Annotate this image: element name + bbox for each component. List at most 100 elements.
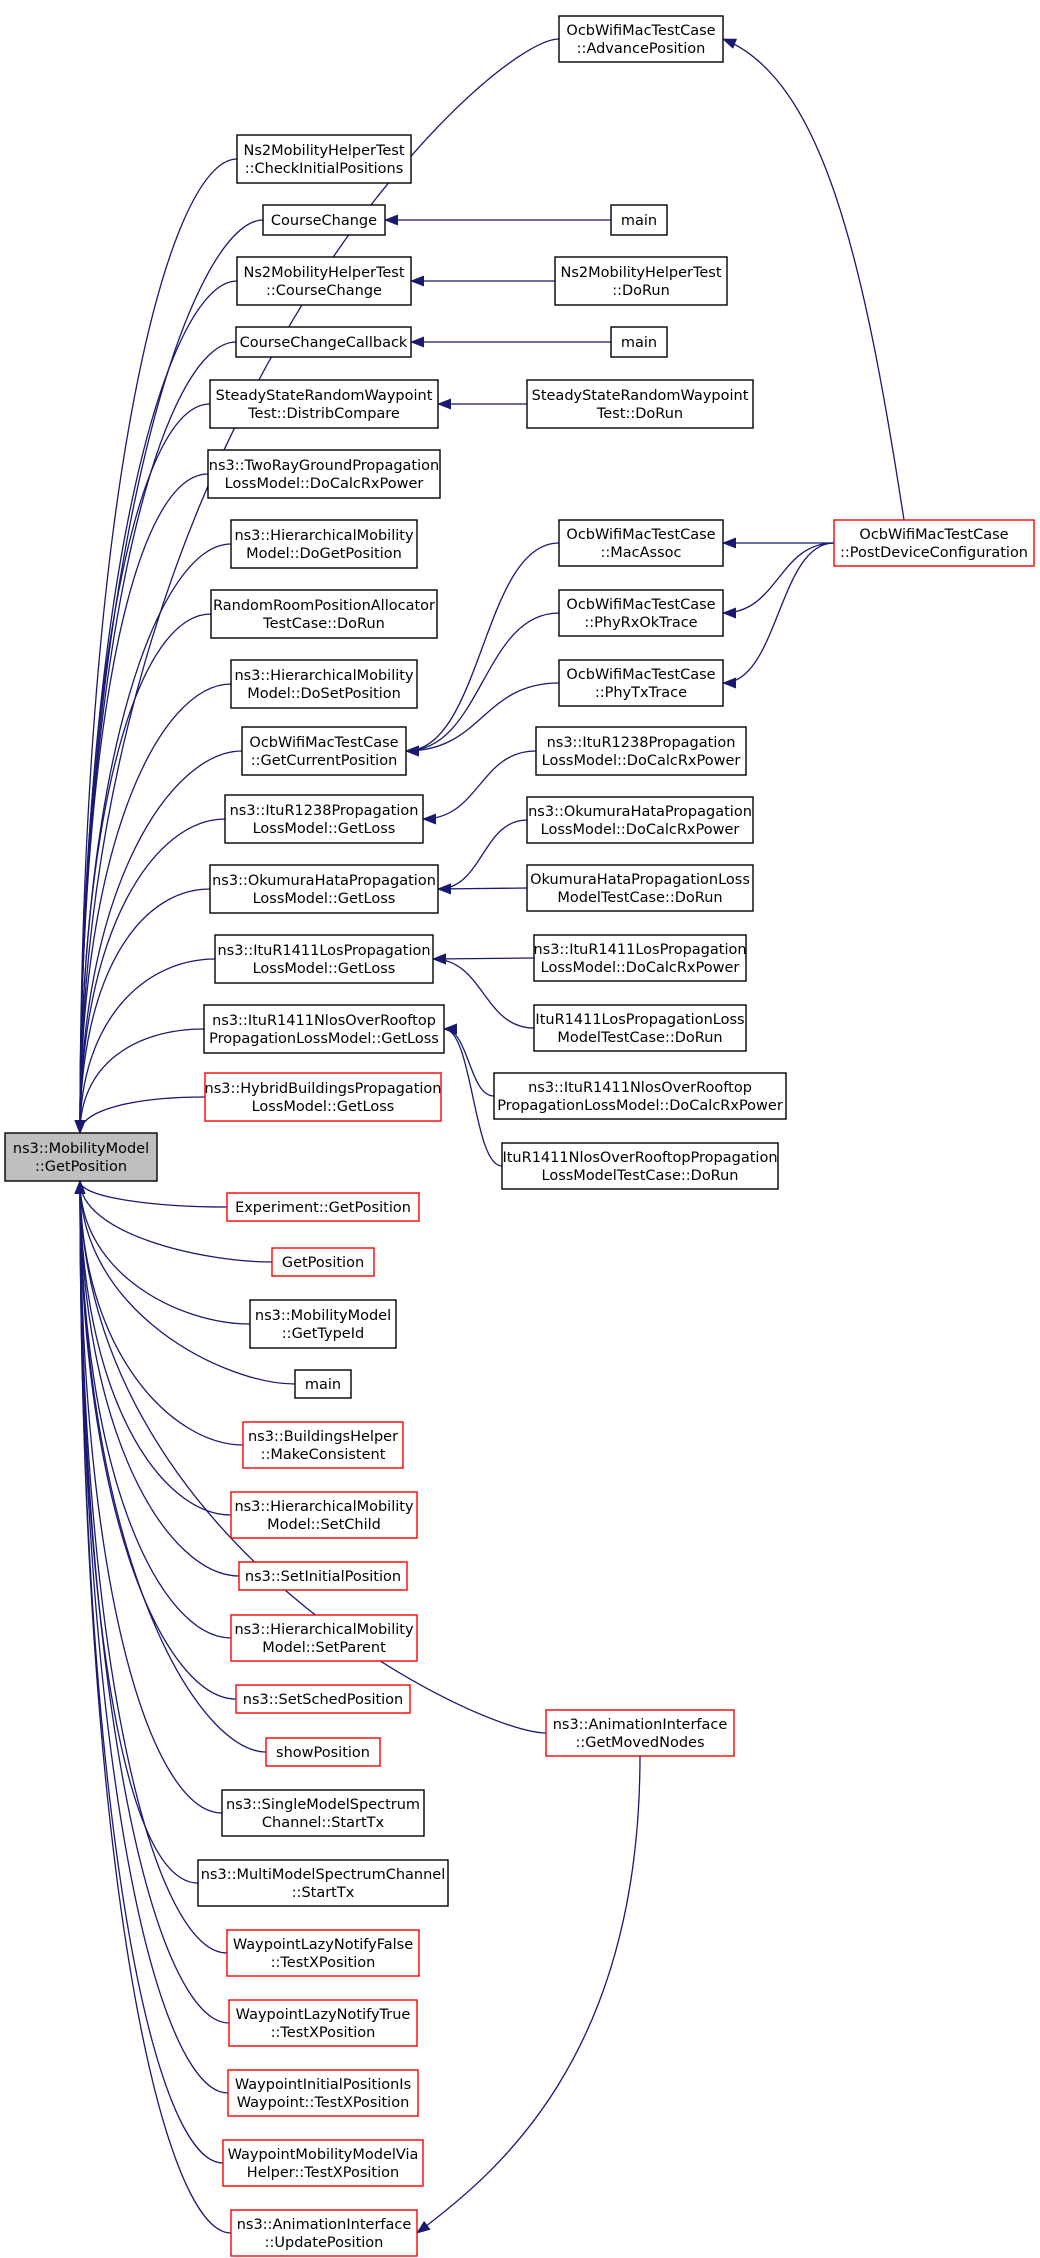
node-label-line: ItuR1411LosPropagationLoss (535, 1012, 744, 1028)
node-label-line: LossModel::DoCalcRxPower (542, 753, 741, 769)
node-box (493, 1072, 787, 1120)
node-n_itu1238gl[interactable]: ns3::ItuR1238PropagationLossModel::GetLo… (224, 794, 424, 844)
node-n_hmgp[interactable]: ns3::HierarchicalMobilityModel::DoGetPos… (230, 519, 418, 569)
node-box (228, 1999, 418, 2047)
node-n_phytx[interactable]: OcbWifiMacTestCase::PhyTxTrace (558, 659, 724, 707)
node-label-line: Model::DoGetPosition (246, 546, 402, 562)
node-n_wlnf[interactable]: WaypointLazyNotifyFalse::TestXPosition (226, 1929, 420, 1977)
node-n_ohgl[interactable]: ns3::OkumuraHataPropagationLossModel::Ge… (209, 864, 439, 914)
node-label-line: ns3::ItuR1411NlosOverRooftop (212, 1013, 436, 1029)
node-box (238, 1561, 408, 1591)
node-label-line: Ns2MobilityHelperTest (243, 265, 404, 281)
node-n_wmmv[interactable]: WaypointMobilityModelViaHelper::TestXPos… (222, 2139, 424, 2187)
node-n_main3[interactable]: main (294, 1369, 352, 1399)
edge-n_phyrx-to-n_gcp (405, 612, 560, 757)
edge-n_mmsc-to-root (74, 1180, 199, 1884)
node-n_itu1238rx[interactable]: ns3::ItuR1238PropagationLossModel::DoCal… (535, 726, 747, 776)
node-label-line: ns3::HierarchicalMobility (234, 1499, 414, 1515)
node-n_nlosrx[interactable]: ns3::ItuR1411NlosOverRooftopPropagationL… (493, 1072, 787, 1120)
node-label-line: ns3::SetSchedPosition (243, 1692, 404, 1708)
edge-n_showpos-to-root (74, 1180, 267, 1753)
node-n_main2[interactable]: main (610, 326, 668, 358)
node-n_hmsp[interactable]: ns3::HierarchicalMobilityModel::DoSetPos… (230, 659, 418, 709)
node-n_typeid[interactable]: ns3::MobilityModel::GetTypeId (249, 1299, 397, 1349)
node-box (535, 726, 747, 776)
node-label-line: ns3::ItuR1411LosPropagation (533, 942, 746, 958)
node-label-line: CourseChange (271, 213, 377, 229)
node-n_nlostc[interactable]: ItuR1411NlosOverRooftopPropagationLossMo… (501, 1142, 779, 1190)
node-label-line: ::CheckInitialPositions (245, 161, 404, 177)
node-label-line: Waypoint::TestXPosition (237, 2095, 410, 2111)
node-n_ccb[interactable]: CourseChangeCallback (235, 326, 412, 358)
node-label-line: ns3::OkumuraHataPropagation (528, 804, 752, 820)
node-n_losgl[interactable]: ns3::ItuR1411LosPropagationLossModel::Ge… (214, 934, 434, 984)
node-box (533, 934, 747, 982)
node-box (226, 1192, 420, 1222)
node-n_lostc[interactable]: ItuR1411LosPropagationLossModelTestCase:… (533, 1004, 747, 1052)
edge-n_phytx-to-n_gcp (405, 682, 560, 757)
root-node[interactable]: ns3::MobilityModel::GetPosition (4, 1132, 158, 1182)
node-n_phyrx[interactable]: OcbWifiMacTestCase::PhyRxOkTrace (558, 589, 724, 637)
node-n_ohrx[interactable]: ns3::OkumuraHataPropagationLossModel::Do… (526, 796, 754, 844)
node-label-line: ItuR1411NlosOverRooftopPropagation (502, 1150, 777, 1166)
node-n_nlosgl[interactable]: ns3::ItuR1411NlosOverRooftopPropagationL… (203, 1004, 445, 1054)
node-box (526, 796, 754, 844)
node-n_ns2cc[interactable]: Ns2MobilityHelperTest::CourseChange (236, 256, 412, 306)
node-n_losrx[interactable]: ns3::ItuR1411LosPropagationLossModel::Do… (533, 934, 747, 982)
node-n_hybrid[interactable]: ns3::HybridBuildingsPropagationLossModel… (204, 1072, 442, 1122)
node-n_ohtc[interactable]: OkumuraHataPropagationLossModelTestCase:… (526, 864, 754, 912)
node-n_rrpa[interactable]: RandomRoomPositionAllocatorTestCase::DoR… (210, 589, 438, 639)
node-label-line: RandomRoomPositionAllocator (213, 598, 435, 614)
node-label-line: OcbWifiMacTestCase (566, 527, 715, 543)
edge-n_ohrx-to-n_ohgl (437, 819, 528, 895)
node-n_wipi[interactable]: WaypointInitialPositionIsWaypoint::TestX… (227, 2069, 419, 2117)
node-n_cip[interactable]: Ns2MobilityHelperTest::CheckInitialPosit… (236, 134, 412, 184)
node-n_main1[interactable]: main (610, 204, 668, 236)
node-label-line: WaypointInitialPositionIs (235, 2077, 411, 2093)
node-box (249, 1299, 397, 1349)
node-label-line: ::TestXPosition (271, 2025, 376, 2041)
node-n_wlnt[interactable]: WaypointLazyNotifyTrue::TestXPosition (228, 1999, 418, 2047)
node-n_bhmc[interactable]: ns3::BuildingsHelper::MakeConsistent (242, 1421, 404, 1469)
node-label-line: OcbWifiMacTestCase (249, 735, 398, 751)
node-box (294, 1369, 352, 1399)
node-label-line: PropagationLossModel::DoCalcRxPower (497, 1098, 783, 1114)
node-n_macassoc[interactable]: OcbWifiMacTestCase::MacAssoc (558, 519, 724, 567)
node-label-line: ::MakeConsistent (261, 1447, 386, 1463)
node-n_hmspar[interactable]: ns3::HierarchicalMobilityModel::SetParen… (230, 1614, 418, 1662)
node-label-line: main (621, 335, 657, 351)
node-n_ns2dorun[interactable]: Ns2MobilityHelperTest::DoRun (554, 256, 728, 306)
node-label-line: GetPosition (282, 1255, 364, 1271)
node-label-line: OcbWifiMacTestCase (566, 667, 715, 683)
node-box (262, 204, 386, 236)
node-box (526, 864, 754, 912)
node-n_expgp[interactable]: Experiment::GetPosition (226, 1192, 420, 1222)
node-label-line: SteadyStateRandomWaypoint (216, 388, 433, 404)
node-n_cc[interactable]: CourseChange (262, 204, 386, 236)
node-n_adv[interactable]: OcbWifiMacTestCase::AdvancePosition (558, 15, 724, 63)
node-n_showpos[interactable]: showPosition (265, 1737, 381, 1767)
node-n_ssdc[interactable]: SteadyStateRandomWaypointTest::DistribCo… (209, 379, 439, 429)
node-label-line: ns3::ItuR1238Propagation (230, 803, 419, 819)
node-n_aigmn[interactable]: ns3::AnimationInterface::GetMovedNodes (545, 1709, 735, 1757)
edge-n_typeid-to-root (74, 1180, 251, 1325)
node-n_aiup[interactable]: ns3::AnimationInterface::UpdatePosition (230, 2209, 418, 2257)
node-label-line: ns3::MobilityModel (13, 1141, 149, 1157)
node-n_getpos[interactable]: GetPosition (271, 1247, 375, 1277)
node-label-line: LossModel::GetLoss (253, 821, 396, 837)
node-n_ssp[interactable]: ns3::SetSchedPosition (235, 1684, 411, 1714)
node-label-line: Helper::TestXPosition (247, 2165, 399, 2181)
node-label-line: ModelTestCase::DoRun (557, 890, 722, 906)
node-box (210, 589, 438, 639)
node-n_gcp[interactable]: OcbWifiMacTestCase::GetCurrentPosition (241, 726, 407, 776)
node-label-line: Model::SetChild (267, 1517, 381, 1533)
node-n_trg[interactable]: ns3::TwoRayGroundPropagationLossModel::D… (207, 449, 441, 499)
node-n_mmsc[interactable]: ns3::MultiModelSpectrumChannel::StartTx (197, 1859, 449, 1907)
node-box (558, 659, 724, 707)
node-n_pdc[interactable]: OcbWifiMacTestCase::PostDeviceConfigurat… (833, 519, 1035, 567)
node-n_sip[interactable]: ns3::SetInitialPosition (238, 1561, 408, 1591)
